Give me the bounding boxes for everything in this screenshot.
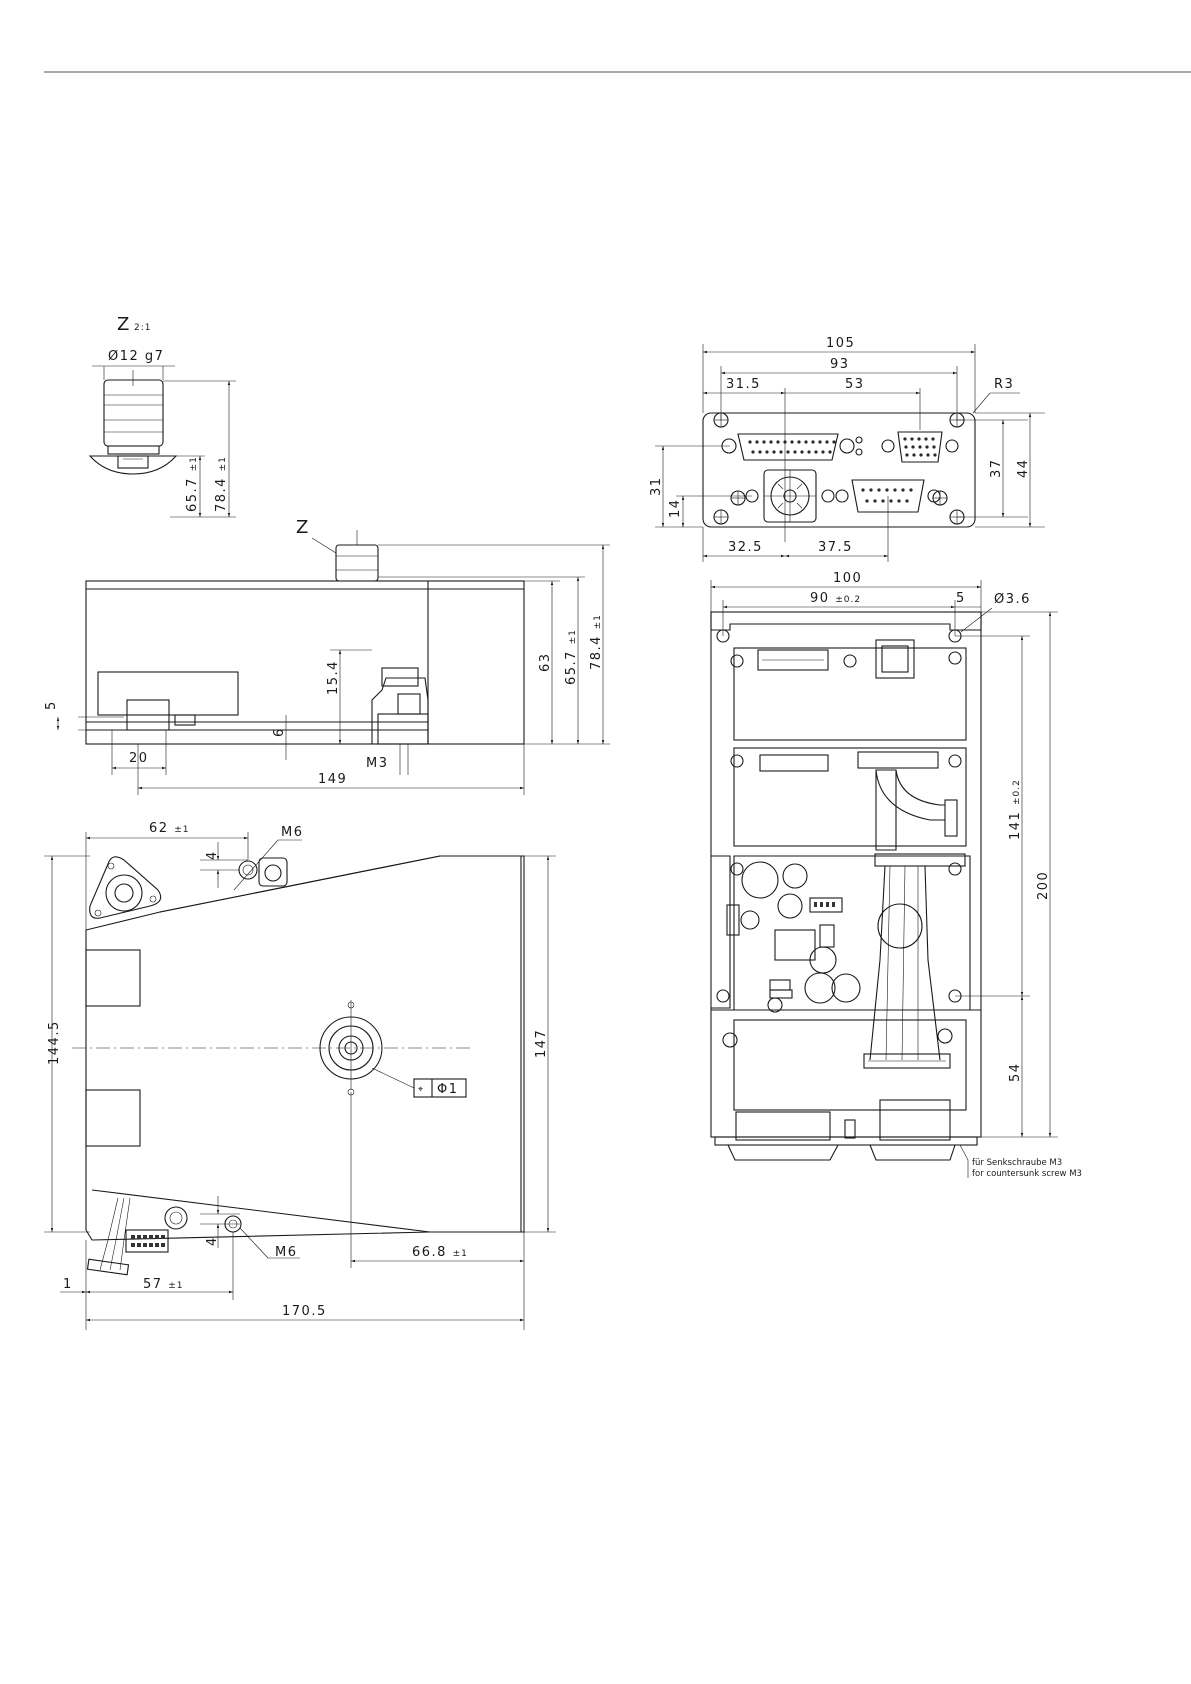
top-flatness-value: Φ1 <box>437 1082 459 1097</box>
top-d170-5: 170.5 <box>282 1304 327 1319</box>
front-d31-5: 31.5 <box>726 377 761 392</box>
bottom-d54: 54 <box>1008 1062 1023 1082</box>
svg-text:65.7 ±1: 65.7 ±1 <box>564 629 579 685</box>
top-flatness-symbol: ⌖ <box>418 1085 424 1095</box>
detail-z-h1-tol: ±1 <box>189 456 199 471</box>
side-d65-7-tol: ±1 <box>568 629 578 644</box>
top-d1: 1 <box>63 1277 73 1292</box>
top-d4-top: 4 <box>205 850 220 860</box>
svg-text:65.7 ±1: 65.7 ±1 <box>185 456 200 512</box>
side-d78-4-tol: ±1 <box>593 614 603 629</box>
top-d57: 57 <box>143 1277 163 1292</box>
top-d66-8: 66.8 <box>412 1245 447 1260</box>
front-d93: 93 <box>830 357 850 372</box>
bottom-d5: 5 <box>956 591 966 606</box>
svg-text:62 ±1: 62 ±1 <box>149 821 189 836</box>
front-d105: 105 <box>826 336 855 351</box>
top-d62-tol: ±1 <box>174 825 189 835</box>
top-d57-tol: ±1 <box>168 1281 183 1291</box>
side-d63: 63 <box>538 652 553 672</box>
side-m3: M3 <box>366 756 389 771</box>
side-d6: 6 <box>272 727 287 737</box>
detail-z-diameter: Ø12 g7 <box>108 349 164 364</box>
top-d66-8-tol: ±1 <box>453 1249 468 1259</box>
front-d44: 44 <box>1016 458 1031 478</box>
top-d62: 62 <box>149 821 169 836</box>
side-d65-7: 65.7 <box>564 650 579 685</box>
top-d144-5: 144.5 <box>47 1020 62 1065</box>
side-d15-4: 15.4 <box>326 660 341 695</box>
front-r3: R3 <box>994 377 1014 392</box>
svg-text:90 ±0.2: 90 ±0.2 <box>810 591 861 606</box>
side-view: Z 5 20 6 15.4 M3 <box>44 517 610 795</box>
front-d32-5: 32.5 <box>728 540 763 555</box>
detail-z-scale: 2:1 <box>134 323 151 333</box>
svg-text:57 ±1: 57 ±1 <box>143 1277 183 1292</box>
side-d20: 20 <box>129 751 149 766</box>
top-d4-bot: 4 <box>205 1236 220 1246</box>
bottom-dia3-6: Ø3.6 <box>994 592 1031 607</box>
svg-text:78.4 ±1: 78.4 ±1 <box>589 614 604 670</box>
bottom-d90: 90 <box>810 591 830 606</box>
side-d5: 5 <box>44 700 59 710</box>
front-d37: 37 <box>989 458 1004 478</box>
detail-z-h2-tol: ±1 <box>218 456 228 471</box>
top-view: 62 ±1 4 M6 144.5 147 ⌖ Φ1 4 M6 <box>44 821 556 1330</box>
front-view: 105 93 31.5 53 R3 31 14 37 44 <box>649 336 1045 562</box>
bottom-d141-tol: ±0.2 <box>1012 779 1022 805</box>
front-d31: 31 <box>649 476 664 496</box>
svg-text:141 ±0.2: 141 ±0.2 <box>1008 779 1023 840</box>
side-d78-4: 78.4 <box>589 635 604 670</box>
front-d14: 14 <box>668 498 683 518</box>
svg-text:66.8 ±1: 66.8 ±1 <box>412 1245 468 1260</box>
detail-z-letter: Z <box>117 314 129 335</box>
detail-z: Z 2:1 Ø12 g7 65.7 ±1 78.4 ±1 <box>90 314 236 517</box>
front-d53: 53 <box>845 377 865 392</box>
detail-z-h2: 78.4 <box>214 477 229 512</box>
bottom-note-de: für Senkschraube M3 <box>972 1158 1062 1168</box>
side-d149: 149 <box>318 772 347 787</box>
svg-text:78.4 ±1: 78.4 ±1 <box>214 456 229 512</box>
top-d147: 147 <box>534 1029 549 1058</box>
front-d37-5: 37.5 <box>818 540 853 555</box>
bottom-view: 100 90 ±0.2 5 Ø3.6 141 ±0.2 200 54 für S… <box>711 571 1082 1179</box>
bottom-d100: 100 <box>833 571 862 586</box>
detail-z-h1: 65.7 <box>185 477 200 512</box>
bottom-d141: 141 <box>1008 811 1023 840</box>
side-z-marker: Z <box>296 517 308 538</box>
top-m6-top: M6 <box>281 825 304 840</box>
bottom-d90-tol: ±0.2 <box>835 595 861 605</box>
bottom-d200: 200 <box>1036 871 1051 900</box>
bottom-note-en: for countersunk screw M3 <box>972 1169 1082 1179</box>
